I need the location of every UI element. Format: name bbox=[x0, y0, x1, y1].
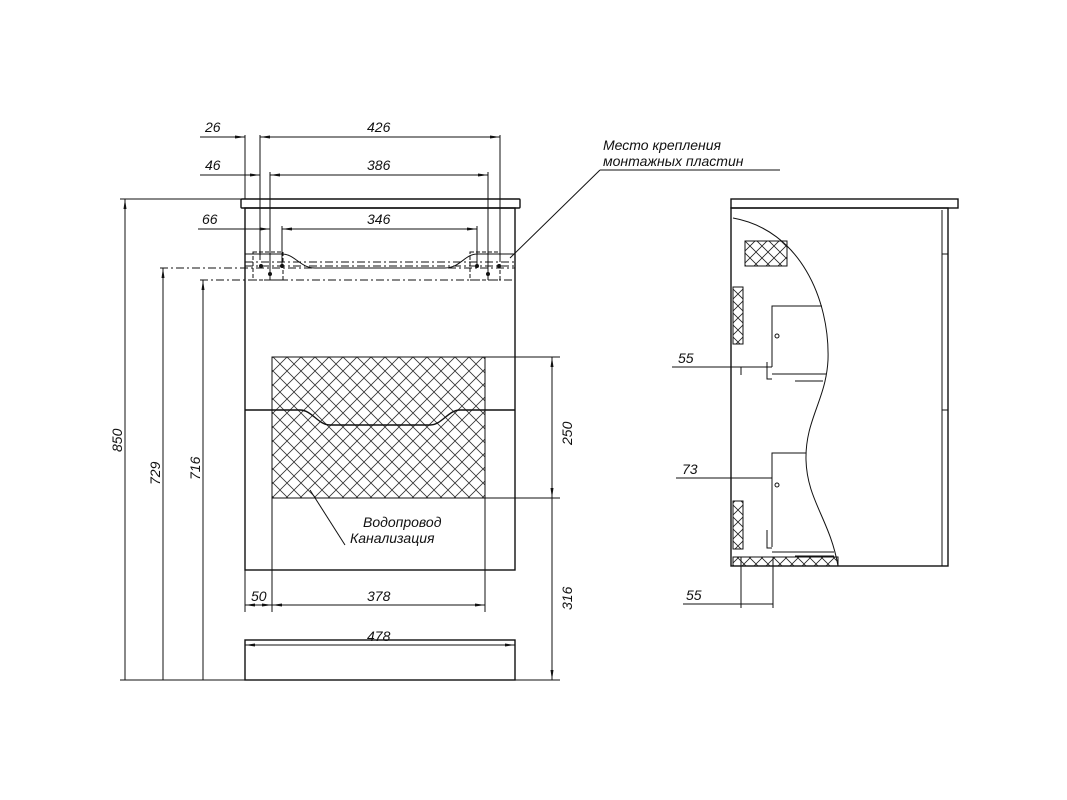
dim-716: 716 bbox=[187, 456, 203, 480]
dim-250: 250 bbox=[559, 421, 575, 446]
dim-26: 26 bbox=[204, 119, 221, 135]
water-supply-label: Водопровод bbox=[363, 514, 442, 530]
drawer-handle bbox=[245, 409, 515, 426]
dim-850: 850 bbox=[109, 428, 125, 452]
dim-66: 66 bbox=[202, 211, 218, 227]
sink-profile bbox=[732, 217, 839, 567]
plinth bbox=[244, 639, 516, 681]
dim-55-bottom: 55 bbox=[686, 587, 702, 603]
sewer-label: Канализация bbox=[350, 530, 435, 546]
dim-46: 46 bbox=[205, 157, 221, 173]
dim-316: 316 bbox=[559, 586, 575, 610]
dim-729: 729 bbox=[147, 461, 163, 485]
mount-plates-label-line2: монтажных пластин bbox=[603, 153, 744, 169]
dim-73: 73 bbox=[682, 461, 698, 477]
plumbing-zone bbox=[271, 356, 486, 499]
dim-55-top: 55 bbox=[678, 350, 694, 366]
dim-478: 478 bbox=[367, 628, 391, 644]
side-countertop bbox=[730, 198, 959, 209]
dim-346: 346 bbox=[367, 211, 391, 227]
mount-plates-label-line1: Место крепления bbox=[603, 137, 722, 153]
dim-50: 50 bbox=[251, 588, 267, 604]
dim-386: 386 bbox=[367, 157, 391, 173]
side-mount-hatch bbox=[744, 240, 788, 267]
side-body bbox=[730, 207, 949, 567]
countertop bbox=[240, 198, 521, 209]
dim-378: 378 bbox=[367, 588, 391, 604]
cabinet-body bbox=[244, 207, 516, 571]
side-view: 55 73 55 bbox=[672, 198, 959, 608]
front-view: 26 426 46 386 66 346 850 729 716 250 316… bbox=[109, 119, 780, 681]
dim-426: 426 bbox=[367, 119, 391, 135]
